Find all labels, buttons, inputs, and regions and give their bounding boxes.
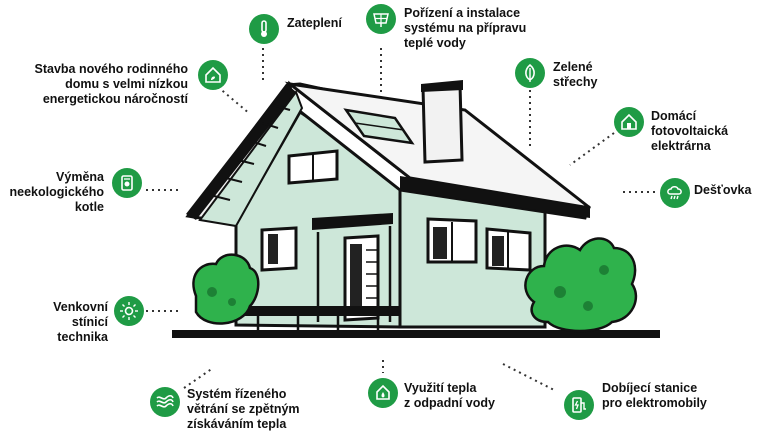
solar-panel-icon — [366, 4, 396, 34]
thermometer-icon — [249, 14, 279, 44]
eco-house-icon — [198, 60, 228, 90]
water-heat-icon — [368, 378, 398, 408]
label-destovka: Dešťovka — [694, 183, 752, 197]
label-zatepleni: Zateplení — [287, 16, 342, 30]
rain-cloud-icon — [660, 178, 690, 208]
leaf-icon — [515, 58, 545, 88]
house-solar-icon — [614, 107, 644, 137]
ventilation-icon — [150, 387, 180, 417]
connector-lines — [146, 48, 655, 392]
ev-charger-icon — [564, 390, 594, 420]
sun-icon — [114, 296, 144, 326]
boiler-icon — [112, 168, 142, 198]
